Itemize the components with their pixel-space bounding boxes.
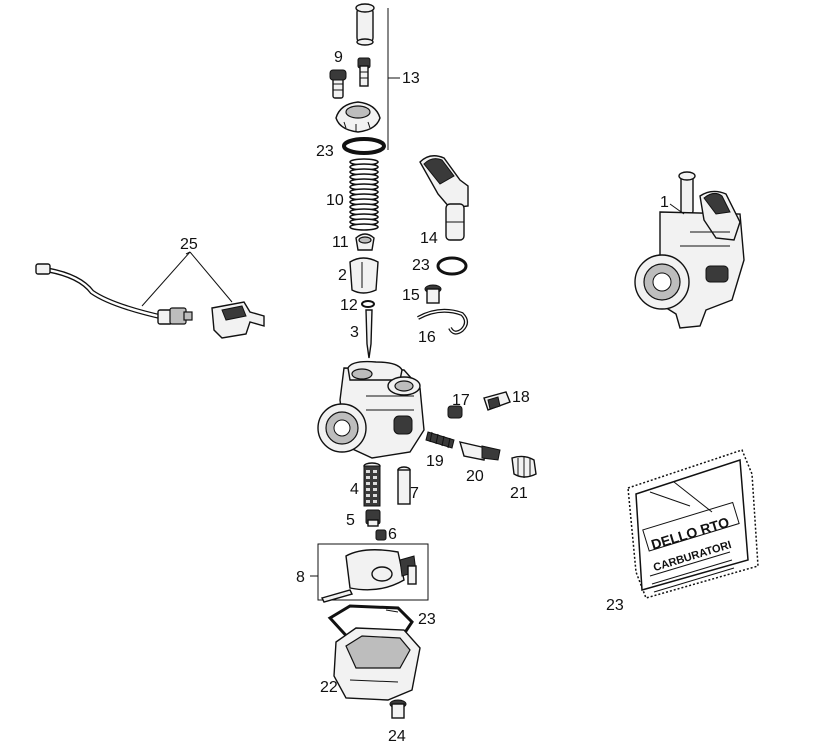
idle-spring-part <box>447 405 463 419</box>
emulsion-hole <box>366 494 370 497</box>
emulsion-hole <box>373 488 377 491</box>
emulsion-hole <box>366 476 370 479</box>
callout-labels: 9 13 23 10 11 2 12 3 14 23 15 16 25 1 17… <box>180 49 669 745</box>
choke-oring-part <box>436 256 468 276</box>
emulsion-hole <box>366 482 370 485</box>
callout-23: 23 <box>412 257 430 274</box>
callout-10: 10 <box>326 192 344 209</box>
mixture-cap-part <box>511 455 537 478</box>
callout-23: 23 <box>316 143 334 160</box>
adjuster-screw-part <box>329 69 347 99</box>
emulsion-hole <box>373 494 377 497</box>
cap-nut-part <box>335 101 381 133</box>
callout-7: 7 <box>410 485 419 502</box>
emulsion-hole <box>366 470 370 473</box>
callout-20: 20 <box>466 468 484 485</box>
small-screw-part <box>357 57 371 87</box>
gasket-kit-package-part: DELLO RTO CARBURATORI <box>627 449 759 599</box>
callout-22: 22 <box>320 679 338 696</box>
callout-18: 18 <box>512 389 530 406</box>
float-assembly-group <box>310 543 429 603</box>
cap-gasket-part <box>342 137 386 155</box>
callout-24: 24 <box>388 728 406 745</box>
callout-23: 23 <box>606 597 624 614</box>
callout-16: 16 <box>418 329 436 346</box>
main-jet-part <box>365 509 381 527</box>
callout-5: 5 <box>346 512 355 529</box>
callout-4: 4 <box>350 481 359 498</box>
callout-23: 23 <box>418 611 436 628</box>
choke-lever-part <box>419 155 469 241</box>
throttle-slide-part <box>349 257 379 294</box>
carburetor-body-part <box>317 360 425 459</box>
mixture-screw-part <box>459 441 501 461</box>
callout-21: 21 <box>510 485 528 502</box>
cable-screw-part <box>424 284 442 304</box>
callout-17: 17 <box>452 392 470 409</box>
bowl-screw-part <box>389 699 407 719</box>
callout-25: 25 <box>180 236 198 253</box>
emulsion-hole <box>373 470 377 473</box>
emulsion-hole <box>373 476 377 479</box>
callout-11: 11 <box>332 234 349 251</box>
spring-part <box>349 158 379 231</box>
emulsion-tube-part <box>363 462 381 507</box>
callout-2: 2 <box>338 267 347 284</box>
callout-13: 13 <box>402 70 420 87</box>
callout-19: 19 <box>426 453 444 470</box>
float-bowl-part <box>333 627 421 701</box>
callout-15: 15 <box>402 287 420 304</box>
emulsion-hole <box>373 500 377 503</box>
cap-assembly-group <box>329 3 400 155</box>
callout-6: 6 <box>388 526 397 543</box>
spring-coil <box>349 223 379 231</box>
callout-8: 8 <box>296 569 305 586</box>
callout-12: 12 <box>340 297 358 314</box>
choke-plunger-part <box>355 3 375 46</box>
emulsion-hole <box>366 500 370 503</box>
cable-bracket-part <box>417 308 468 335</box>
jet-needle-part <box>365 309 373 359</box>
mixture-spring-part <box>425 431 455 449</box>
complete-carburetor-part <box>634 171 745 329</box>
callout-14: 14 <box>420 230 438 247</box>
long-screw-part <box>397 466 411 505</box>
leader-lines <box>185 203 685 613</box>
callout-3: 3 <box>350 324 359 341</box>
callout-1: 1 <box>660 194 669 211</box>
pilot-jet-part <box>375 529 387 541</box>
needle-clip-part <box>355 233 375 251</box>
callout-9: 9 <box>334 49 343 66</box>
heater-cable-part <box>35 251 265 339</box>
emulsion-hole <box>366 488 370 491</box>
needle-washer-part <box>361 300 375 308</box>
emulsion-hole <box>373 482 377 485</box>
idle-screw-part <box>483 391 511 411</box>
